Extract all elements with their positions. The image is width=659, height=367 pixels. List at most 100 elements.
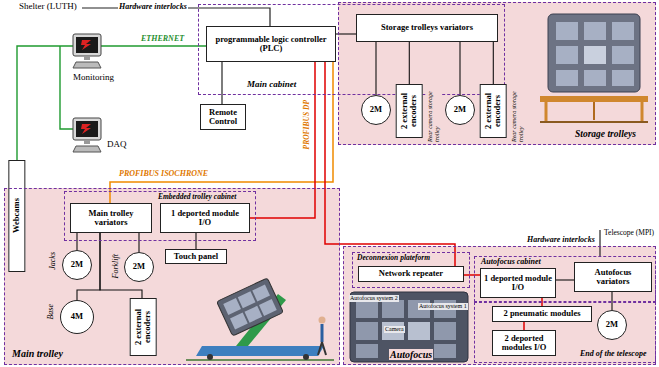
computer-icon xyxy=(73,118,101,152)
connector-line xyxy=(325,62,455,266)
repeater-box: Network repeater xyxy=(358,266,464,282)
region-fill xyxy=(4,188,340,365)
region-label: Deconnexion plateform xyxy=(356,254,431,262)
box-label: Storage trolleys variators xyxy=(381,23,473,32)
io-module-box: 2 deported modules I/O xyxy=(492,330,556,356)
box-label: 2 deported modules I/O xyxy=(496,334,552,353)
computer-icon-part xyxy=(73,146,101,152)
box-label: Autofocus variators xyxy=(578,268,648,287)
autofocus-region: Autofocus Deconnexion plateformNetwork re… xyxy=(343,246,656,365)
box-label: 2M xyxy=(71,260,83,269)
axis-label: Base xyxy=(46,304,57,320)
camera-storage-illustration-part xyxy=(540,96,648,102)
connector-line xyxy=(221,62,222,104)
autofocus-illustration xyxy=(350,292,468,362)
telescope-end-region: End of the telescope2 pneumatic modules2… xyxy=(474,302,656,363)
connector-line xyxy=(375,42,376,95)
connector-line xyxy=(336,33,356,34)
camera-storage-illustration xyxy=(540,14,648,122)
autofocus-illustration-part xyxy=(356,300,378,318)
autofocus-illustration-part xyxy=(356,344,378,358)
box-label: 2M xyxy=(606,320,618,329)
motor-circle: 4M xyxy=(60,300,94,334)
motor-circle: 2M xyxy=(361,95,391,125)
box-label: 2 external encoders xyxy=(400,87,419,135)
camera-storage-illustration-part xyxy=(556,46,578,64)
cabinet-region: Autofocus cabinet1 deported module I/OAu… xyxy=(474,256,656,302)
computer-label: DAQ xyxy=(106,140,128,150)
main-trolley-illustration-part-part xyxy=(217,278,284,336)
camera-storage-illustration-part xyxy=(641,102,644,122)
panel-box: Touch panel xyxy=(165,249,227,264)
camera-storage-illustration-part xyxy=(556,22,578,40)
box-label: 2M xyxy=(454,105,466,114)
box-label: 1 deported module I/O xyxy=(164,209,246,228)
box-label: Touch panel xyxy=(174,252,218,261)
autofocus-illustration-part xyxy=(356,322,378,340)
ethernet-wires-part xyxy=(101,45,206,46)
box-label: Remote Control xyxy=(204,108,242,127)
box-label: 1 deported module I/O xyxy=(484,274,552,293)
motor-circle: 2M xyxy=(124,252,154,282)
trolley-region: Main trolley Embedded trolley cabinetMain… xyxy=(4,188,340,365)
part-label: Autofocus system 2 xyxy=(349,295,399,302)
box-label: Webcams xyxy=(12,199,21,234)
camera-storage-illustration-part xyxy=(584,22,606,40)
region-label: Autofocus xyxy=(389,349,433,360)
network-label: ETHERNET xyxy=(140,35,185,44)
variator-box: Main trolley variators xyxy=(70,203,152,233)
axis-label: Forklift xyxy=(111,254,122,278)
bus-label: PROFIBUS DP xyxy=(302,100,312,149)
webcam-box: Webcams xyxy=(8,160,25,272)
encoder-box: 2 external encoders xyxy=(130,298,157,356)
bus-label: PROFIBUS ISOCHRONE xyxy=(118,170,209,179)
camera-storage-illustration-part xyxy=(593,102,595,120)
region-label: Main trolley xyxy=(11,348,64,359)
main-trolley-illustration-part-part xyxy=(230,313,248,330)
site-name: Telescope (MPI) xyxy=(603,229,655,237)
encoder-box: 2 external encoders xyxy=(480,84,507,138)
region-fill xyxy=(338,2,656,145)
autofocus-illustration-part xyxy=(408,322,430,340)
autofocus-illustration-part xyxy=(382,300,404,318)
motor-circle: 2M xyxy=(62,250,92,280)
motor-circle: 2M xyxy=(445,95,475,125)
connector-line xyxy=(493,42,494,84)
connector-line xyxy=(523,322,525,330)
telescope-interlock-wire xyxy=(600,230,601,256)
camera-storage-illustration-part xyxy=(584,70,606,86)
autofocus-illustration-part xyxy=(434,322,456,340)
autofocus-illustration-part xyxy=(434,344,456,358)
main-trolley-illustration-part xyxy=(319,317,326,324)
main-trolley-illustration-part-part xyxy=(259,299,277,316)
io-module-box: 1 deported module I/O xyxy=(480,268,556,298)
computer-icon-part xyxy=(73,118,101,140)
main-trolley-illustration-part-part xyxy=(238,291,256,308)
cabinet-region: Main cabinetprogrammable logic controlle… xyxy=(198,4,505,95)
motor-circle: 2M xyxy=(597,310,627,340)
computer-label: Monitoring xyxy=(72,73,115,83)
box-label: 2 external encoders xyxy=(134,301,153,353)
camera-storage-illustration-part xyxy=(540,121,648,123)
camera-storage-illustration-part xyxy=(545,102,548,122)
cabinet-region: Embedded trolley cabinetMain trolley var… xyxy=(64,191,256,241)
main-trolley-illustration-part xyxy=(322,342,326,355)
box-label: 2M xyxy=(370,105,382,114)
region-label: Embedded trolley cabinet xyxy=(157,193,237,201)
autofocus-illustration-part xyxy=(382,322,404,340)
region-label: End of the telescope xyxy=(579,350,647,359)
box-label: 4M xyxy=(71,312,83,321)
camera-storage-illustration-part xyxy=(612,22,634,40)
box-label: Main trolley variators xyxy=(74,209,148,228)
main-trolley-illustration-part-part xyxy=(252,285,270,302)
connector-line xyxy=(76,233,77,250)
interlock-label: Hardware interlocks xyxy=(526,236,596,245)
computer-icon-part xyxy=(76,37,98,53)
trolley-label: Rear camera storage trolley xyxy=(426,84,441,142)
main-trolley-illustration-part-part xyxy=(245,306,263,323)
main-trolley-illustration-part xyxy=(207,354,213,360)
ethernet-wires-part xyxy=(60,46,73,129)
main-trolley-illustration xyxy=(186,278,334,360)
